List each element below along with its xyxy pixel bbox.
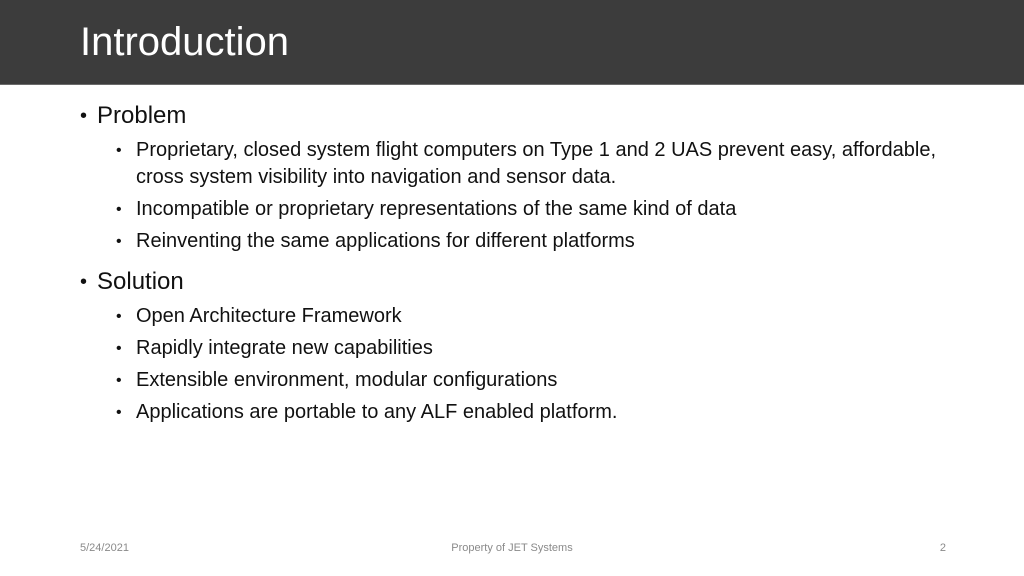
title-bar: Introduction xyxy=(0,0,1024,85)
section-heading-label: Solution xyxy=(97,268,184,295)
list-item-text: Proprietary, closed system flight comput… xyxy=(136,139,937,188)
bullet-icon: • xyxy=(116,201,122,218)
section-heading-solution: • Solution xyxy=(80,266,960,298)
list-item: • Open Architecture Framework xyxy=(80,303,960,330)
list-item-text: Rapidly integrate new capabilities xyxy=(136,337,433,359)
slide-title: Introduction xyxy=(80,20,290,64)
footer-text: Property of JET Systems xyxy=(451,542,573,554)
bullet-icon: • xyxy=(116,404,122,421)
list-item-text: Applications are portable to any ALF ena… xyxy=(136,401,618,423)
bullet-icon: • xyxy=(116,372,122,389)
list-item-text: Reinventing the same applications for di… xyxy=(136,230,635,252)
slide-content: • Problem • Proprietary, closed system f… xyxy=(80,100,960,426)
section-heading-problem: • Problem xyxy=(80,100,960,132)
list-item-text: Open Architecture Framework xyxy=(136,305,402,327)
bullet-icon: • xyxy=(116,308,122,325)
bullet-icon: • xyxy=(116,233,122,250)
list-item: • Reinventing the same applications for … xyxy=(80,228,960,255)
section-heading-label: Problem xyxy=(97,102,187,129)
list-item: • Incompatible or proprietary representa… xyxy=(80,196,960,223)
list-item-text: Extensible environment, modular configur… xyxy=(136,369,558,391)
list-item: • Extensible environment, modular config… xyxy=(80,367,960,394)
bullet-icon: • xyxy=(80,271,88,293)
list-item: • Applications are portable to any ALF e… xyxy=(80,399,960,426)
bullet-icon: • xyxy=(116,340,122,357)
bullet-icon: • xyxy=(116,142,122,159)
footer-date: 5/24/2021 xyxy=(80,542,129,554)
bullet-icon: • xyxy=(80,105,88,127)
list-item-text: Incompatible or proprietary representati… xyxy=(136,198,737,220)
list-item: • Rapidly integrate new capabilities xyxy=(80,335,960,362)
list-item: • Proprietary, closed system flight comp… xyxy=(80,137,966,191)
slide-number: 2 xyxy=(939,542,946,554)
